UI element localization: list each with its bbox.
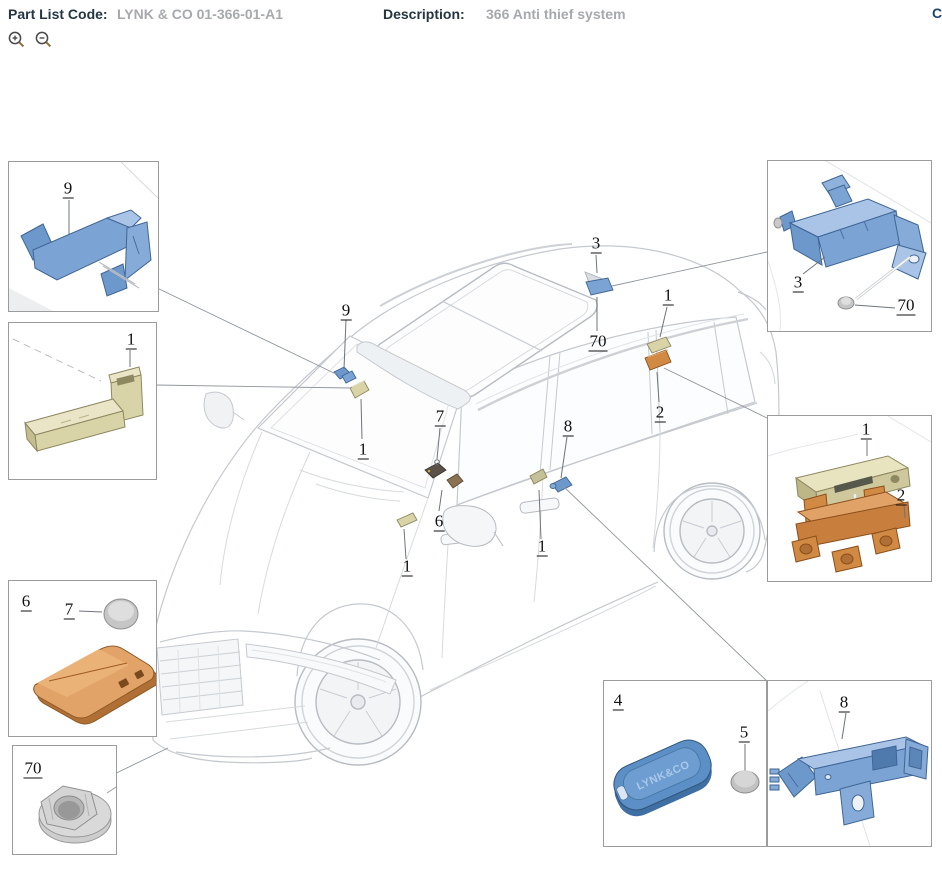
callout-9[interactable]: 9 bbox=[340, 300, 352, 321]
part-box-9 bbox=[8, 161, 159, 312]
callout-2[interactable]: 2 bbox=[654, 402, 666, 423]
car-part-2-bracket bbox=[644, 349, 672, 371]
callout-1-a[interactable]: 1 bbox=[357, 439, 369, 460]
box1-left-label[interactable]: 1 bbox=[125, 329, 137, 350]
description-label: Description: bbox=[383, 6, 465, 22]
callout-1-c[interactable]: 1 bbox=[536, 536, 548, 557]
box45-fob-label[interactable]: 4 bbox=[612, 690, 624, 711]
box3-nut-label[interactable]: 70 bbox=[896, 295, 916, 316]
box9-label[interactable]: 9 bbox=[62, 178, 74, 199]
part-box-8 bbox=[767, 680, 932, 847]
box67-case-label[interactable]: 6 bbox=[20, 591, 32, 612]
part-box-1-2 bbox=[767, 415, 932, 582]
box8-label[interactable]: 8 bbox=[838, 692, 850, 713]
part-list-code-label: Part List Code: bbox=[8, 6, 108, 22]
part-box-3 bbox=[767, 160, 932, 332]
callout-8[interactable]: 8 bbox=[562, 416, 574, 437]
zoom-out-icon[interactable] bbox=[34, 30, 53, 49]
callout-3[interactable]: 3 bbox=[590, 233, 602, 254]
part-box-70 bbox=[12, 745, 117, 855]
box45-battery-label[interactable]: 5 bbox=[738, 722, 750, 743]
callout-1-d[interactable]: 1 bbox=[662, 285, 674, 306]
car-part-1-front-door bbox=[396, 512, 418, 528]
part-box-6-7 bbox=[8, 580, 157, 737]
box12-bracket-label[interactable]: 2 bbox=[895, 485, 907, 506]
car-part-1-a-pillar bbox=[349, 379, 370, 399]
car-part-1-rail bbox=[646, 336, 672, 354]
box3-part-label[interactable]: 3 bbox=[792, 272, 804, 293]
part-list-code-value: LYNK & CO 01-366-01-A1 bbox=[117, 6, 283, 22]
callout-7[interactable]: 7 bbox=[434, 406, 446, 427]
car-part-3-sensor bbox=[584, 271, 614, 296]
car-part-9-clip bbox=[333, 366, 357, 384]
close-button-partial[interactable]: C bbox=[932, 5, 942, 21]
part-box-4-5: LYNK&CO bbox=[603, 680, 767, 847]
car-part-7-antenna bbox=[424, 462, 447, 479]
description-value: 366 Anti thief system bbox=[486, 6, 626, 22]
car-part-1-rear-door bbox=[529, 468, 548, 485]
box12-module-label[interactable]: 1 bbox=[860, 419, 872, 440]
callout-6[interactable]: 6 bbox=[433, 511, 445, 532]
callout-70[interactable]: 70 bbox=[588, 331, 608, 352]
car-part-8-sensor bbox=[549, 476, 573, 493]
box70-label[interactable]: 70 bbox=[23, 758, 43, 779]
box67-battery-label[interactable]: 7 bbox=[63, 599, 75, 620]
zoom-in-icon[interactable] bbox=[7, 30, 26, 49]
callout-1-b[interactable]: 1 bbox=[401, 556, 413, 577]
car-part-6-base bbox=[446, 473, 464, 489]
callout-lines bbox=[343, 254, 668, 560]
part-box-1-left bbox=[8, 322, 157, 480]
